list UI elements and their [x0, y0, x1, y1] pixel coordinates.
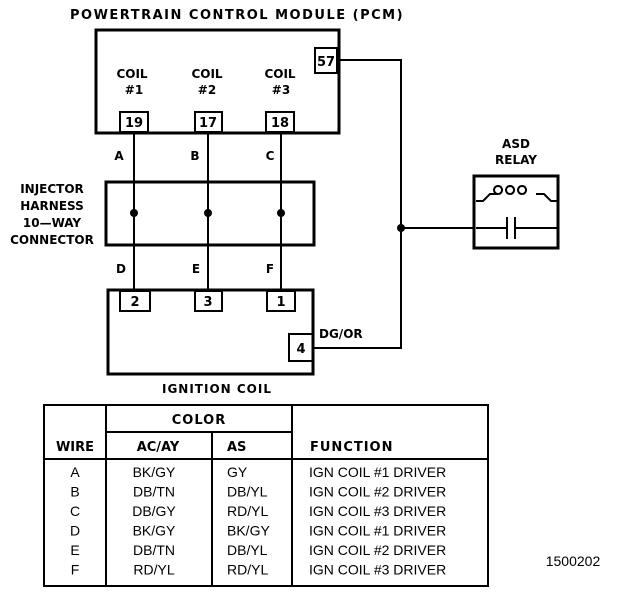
asd-relay-label-line1: ASD — [502, 137, 530, 151]
table-cell-function: IGN COIL #3 DRIVER — [309, 562, 446, 578]
wire-table — [43, 404, 489, 587]
pcm-coil2-label: COIL — [191, 67, 222, 81]
table-header-acay: AC/AY — [137, 440, 180, 455]
table-row: B DB/TN DB/YL IGN COIL #2 DRIVER — [70, 484, 446, 500]
table-cell-wire: A — [70, 464, 80, 480]
table-header-color: COLOR — [172, 413, 226, 428]
table-cell-function: IGN COIL #1 DRIVER — [309, 464, 446, 480]
table-cell-as: BK/GY — [227, 523, 270, 539]
table-cell-acay: RD/YL — [133, 562, 174, 578]
harness-label-line4: CONNECTOR — [10, 233, 94, 247]
table-cell-as: DB/YL — [227, 484, 268, 500]
asd-relay-box — [472, 174, 560, 250]
wire-letter-a: A — [114, 149, 124, 163]
figure-number: 1500202 — [546, 553, 601, 569]
table-cell-as: DB/YL — [227, 542, 268, 558]
table-header-wire: WIRE — [56, 440, 94, 455]
table-row: A BK/GY GY IGN COIL #1 DRIVER — [70, 464, 446, 480]
pcm-title: POWERTRAIN CONTROL MODULE (PCM) — [70, 8, 404, 23]
pcm-pin-57: 57 — [317, 55, 335, 70]
pcm-pin-18: 18 — [271, 116, 289, 131]
table-header-as: AS — [227, 440, 246, 455]
table-cell-acay: DB/TN — [133, 542, 175, 558]
splice-dot-coil2 — [204, 209, 212, 217]
table-cell-wire: F — [71, 562, 80, 578]
splice-dot-coil3 — [277, 209, 285, 217]
harness-label-line3: 10—WAY — [23, 216, 82, 230]
table-row: F RD/YL RD/YL IGN COIL #3 DRIVER — [71, 562, 446, 578]
table-row: E DB/TN DB/YL IGN COIL #2 DRIVER — [70, 542, 446, 558]
pcm-pin-17: 17 — [199, 116, 217, 131]
harness-label-line2: HARNESS — [20, 199, 84, 213]
table-cell-wire: E — [70, 542, 79, 558]
table-cell-wire: C — [70, 503, 80, 519]
splice-dot-asd — [397, 224, 405, 232]
coil-pin-2: 2 — [130, 295, 139, 310]
table-cell-as: GY — [227, 464, 248, 480]
wire-letter-f: F — [266, 262, 274, 276]
asd-relay-coil-leads — [476, 193, 557, 202]
harness-connector-box — [104, 180, 316, 247]
table-cell-as: RD/YL — [227, 562, 268, 578]
pcm-coil1-number: #1 — [125, 83, 143, 97]
pcm-pin-18-box — [265, 111, 295, 133]
table-cell-acay: DB/GY — [132, 503, 176, 519]
table-cell-wire: B — [70, 484, 79, 500]
table-cell-wire: D — [70, 523, 80, 539]
coil-pin-3: 3 — [203, 295, 212, 310]
pcm-coil3-number: #3 — [272, 83, 290, 97]
table-cell-acay: BK/GY — [133, 464, 176, 480]
coil-pin-4: 4 — [296, 342, 305, 357]
table-cell-acay: DB/TN — [133, 484, 175, 500]
pcm-pin-17-box — [194, 111, 223, 133]
table-cell-as: RD/YL — [227, 503, 268, 519]
table-row: C DB/GY RD/YL IGN COIL #3 DRIVER — [70, 503, 446, 519]
wire-letter-b: B — [190, 149, 199, 163]
asd-relay-label-line2: RELAY — [495, 153, 537, 167]
pcm-coil2-number: #2 — [198, 83, 216, 97]
asd-relay-contact-icon — [476, 217, 557, 239]
splice-dot-coil1 — [130, 209, 138, 217]
table-row: D BK/GY BK/GY IGN COIL #1 DRIVER — [70, 523, 446, 539]
power-wire-color: DG/OR — [319, 327, 363, 341]
table-cell-acay: BK/GY — [133, 523, 176, 539]
pcm-coil1-label: COIL — [116, 67, 147, 81]
coil-pin-2-box — [119, 290, 151, 312]
coil-pin-3-box — [194, 290, 223, 312]
asd-relay-coil-icon — [493, 185, 528, 195]
table-cell-function: IGN COIL #1 DRIVER — [309, 523, 446, 539]
wire-letter-e: E — [192, 262, 200, 276]
wire-letter-c: C — [266, 149, 275, 163]
table-header-function: FUNCTION — [310, 440, 394, 455]
pcm-coil3-label: COIL — [264, 67, 295, 81]
wire-asd-feed — [313, 59, 402, 349]
wire-letter-d: D — [116, 262, 126, 276]
table-cell-function: IGN COIL #2 DRIVER — [309, 484, 446, 500]
harness-label-line1: INJECTOR — [20, 182, 84, 196]
table-rows: A BK/GY GY IGN COIL #1 DRIVER B DB/TN DB/YL IGN… — [70, 464, 446, 578]
pcm-pin-19: 19 — [125, 116, 143, 131]
ignition-coil-title: IGNITION COIL — [162, 382, 272, 396]
table-cell-function: IGN COIL #2 DRIVER — [309, 542, 446, 558]
coil-pin-1-box — [266, 290, 296, 312]
pcm-pin-57-box — [314, 47, 338, 74]
coil-pin-1: 1 — [276, 295, 285, 310]
table-cell-function: IGN COIL #3 DRIVER — [309, 503, 446, 519]
pcm-pin-19-box — [119, 111, 149, 133]
